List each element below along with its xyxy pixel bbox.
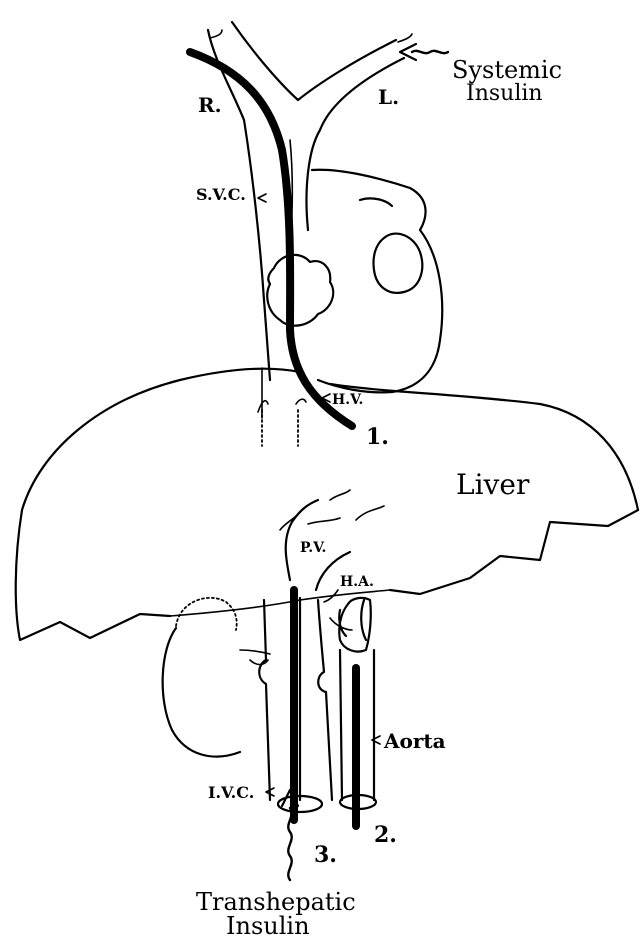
label-left: L. xyxy=(378,85,399,109)
kidney xyxy=(163,598,270,757)
label-hv: H.V. xyxy=(332,392,363,408)
pointer-marks xyxy=(258,194,380,796)
label-site-1: 1. xyxy=(366,424,389,450)
labels: R. L. Systemic Insulin S.V.C. H.V. 1. Li… xyxy=(196,56,562,940)
hepatic-vein-tributaries xyxy=(258,399,306,446)
label-systemic: Systemic xyxy=(452,56,562,84)
label-ivc: I.V.C. xyxy=(208,783,254,802)
label-systemic-insulin: Insulin xyxy=(466,81,543,106)
label-right: R. xyxy=(198,93,222,117)
systemic-insulin-arrow xyxy=(400,44,448,60)
label-liver: Liver xyxy=(456,468,530,501)
catheters xyxy=(190,52,356,826)
aorta xyxy=(324,590,376,809)
label-svc: S.V.C. xyxy=(196,185,246,204)
label-pv: P.V. xyxy=(300,540,326,556)
label-aorta: Aorta xyxy=(383,729,446,753)
label-site-3: 3. xyxy=(314,842,337,868)
label-transhepatic-insulin: Insulin xyxy=(226,912,310,940)
label-site-2: 2. xyxy=(374,822,397,848)
label-ha: H.A. xyxy=(340,574,374,590)
